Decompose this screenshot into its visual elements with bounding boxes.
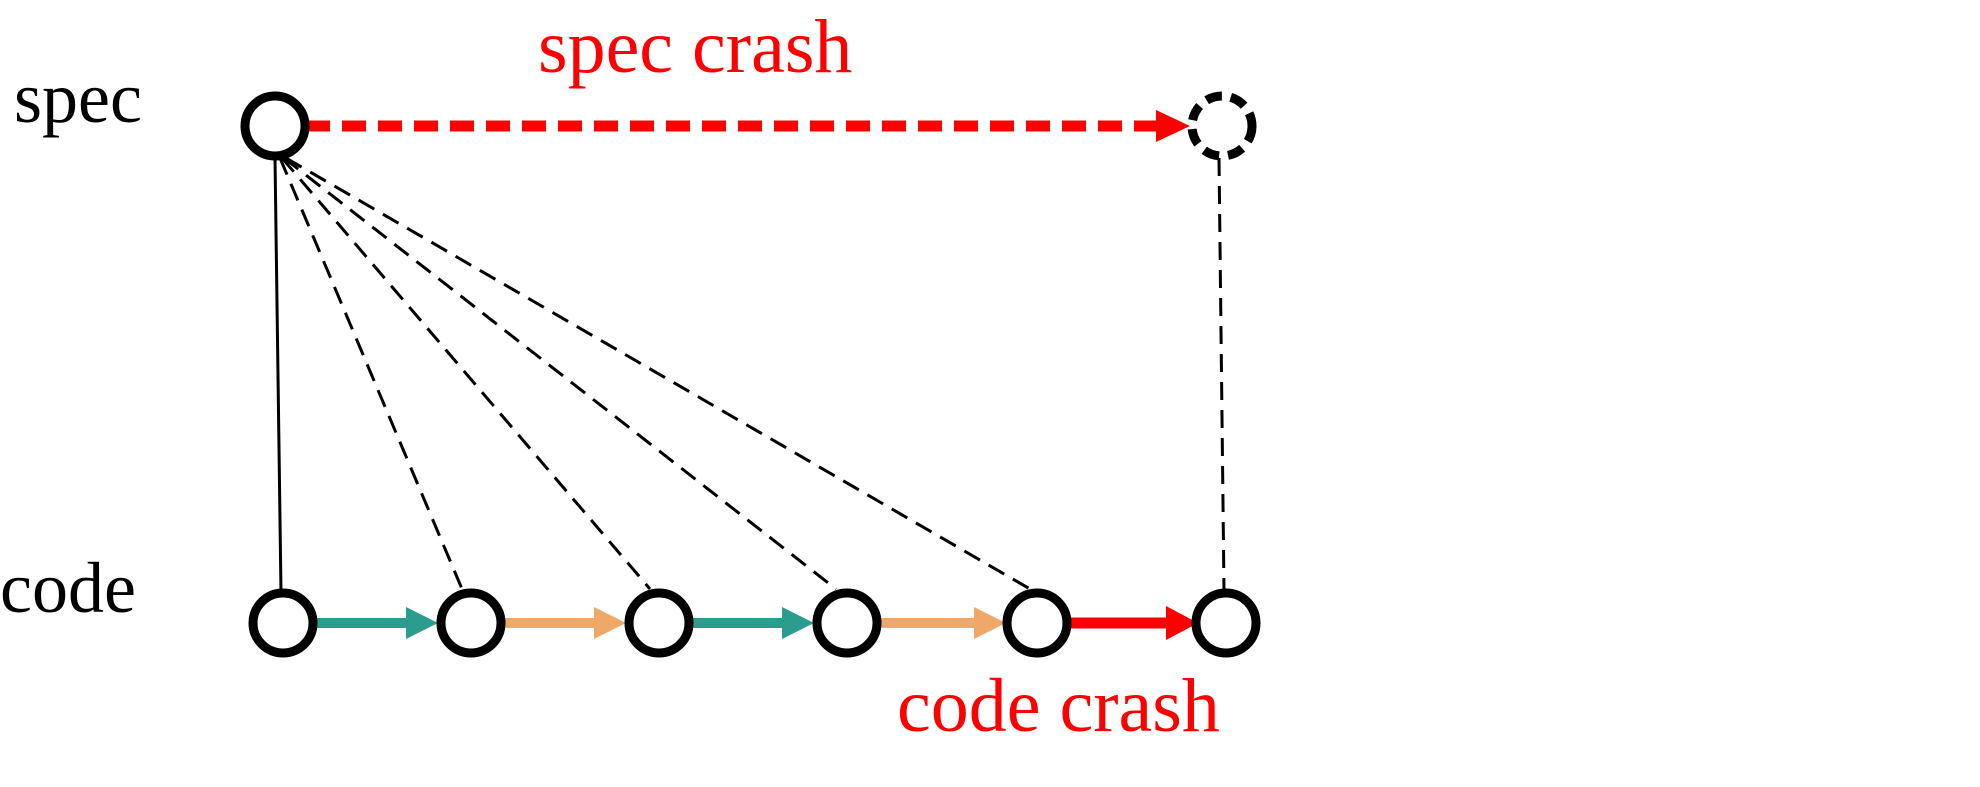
code-crash-label: code crash [897,664,1220,748]
spec-row-label: spec [14,58,142,138]
code-transition-arrow-5-head [1166,606,1198,640]
code-node-3 [624,588,694,658]
code-node-6 [1191,588,1261,658]
spec-crash-arrowhead [1156,110,1190,142]
spec-crash-node [1187,91,1257,161]
code-transition-arrow-2-head [594,607,626,639]
spec-code-link-dashed-1 [278,157,464,590]
code-node-1 [248,588,318,658]
code-transition-arrow-3-head [782,607,814,639]
spec-code-link-solid [273,157,283,594]
code-transition-arrow-4-head [974,607,1006,639]
code-transition-arrow-1-head [406,607,438,639]
spec-crash-label: spec crash [538,5,852,89]
code-row-label: code [0,548,136,628]
crash-spec-code-link [1217,157,1226,591]
spec-code-link-dashed-2 [280,157,652,590]
code-node-4 [812,588,882,658]
code-node-2 [436,588,506,658]
spec-node [240,91,310,161]
spec-code-link-dashed-3 [283,156,837,591]
code-node-5 [1002,588,1072,658]
code-transitions [314,606,1198,640]
spec-code-link-dashed-4 [285,156,1031,591]
